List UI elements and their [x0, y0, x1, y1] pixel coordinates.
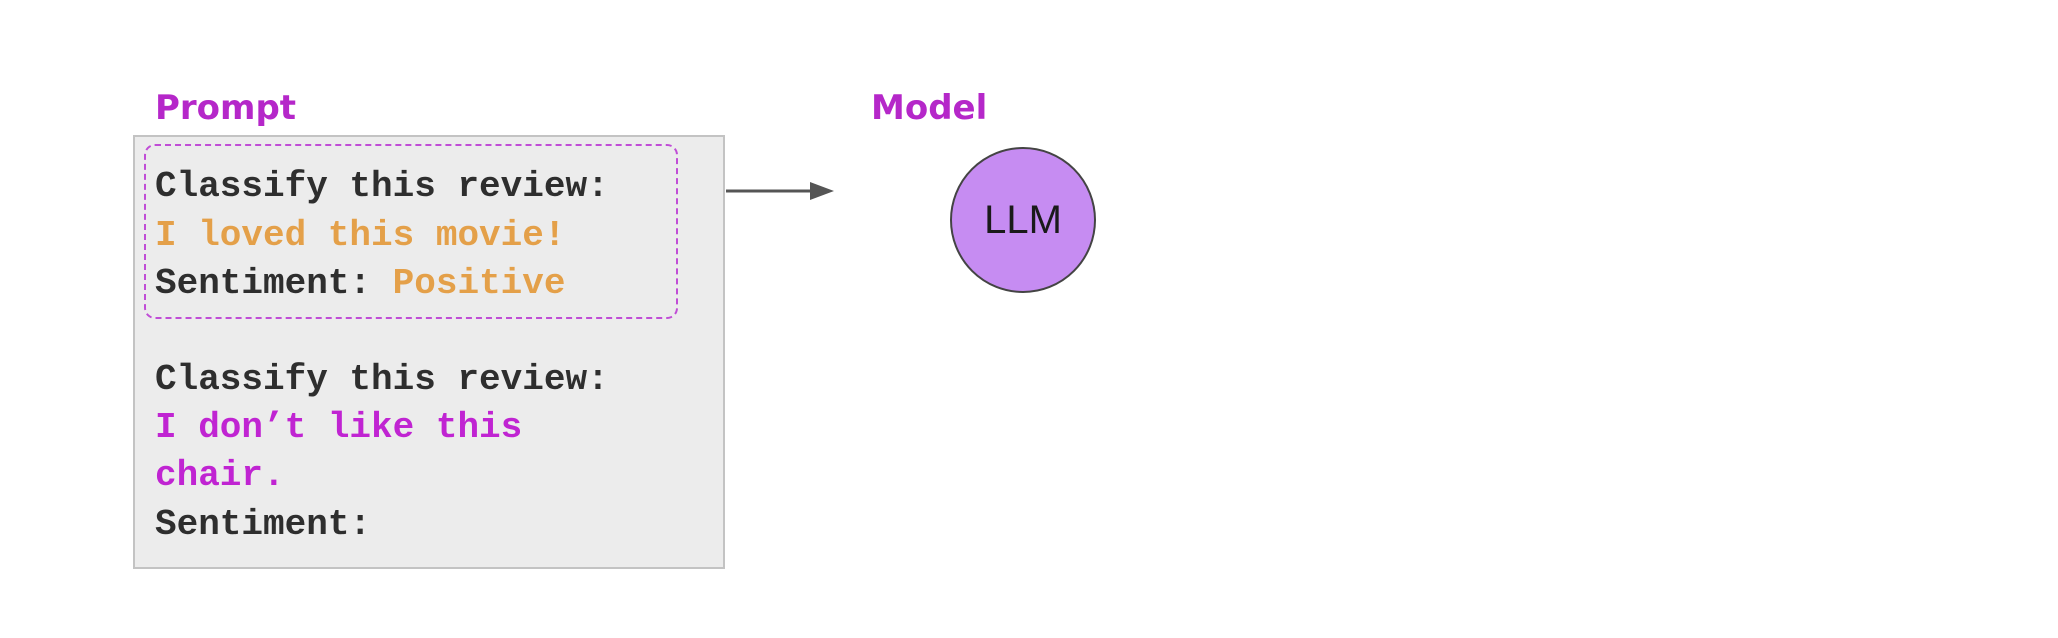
query-sentiment-label: Sentiment: [155, 504, 372, 545]
llm-node: LLM [950, 147, 1096, 293]
example-sentiment-line: Sentiment: Positive [155, 266, 565, 302]
example-review: I loved this movie! [155, 215, 566, 256]
arrow-right-icon [726, 182, 834, 200]
query-instruction: Classify this review: [155, 359, 609, 400]
example-instruction: Classify this review: [155, 166, 609, 207]
llm-label: LLM [984, 197, 1062, 242]
prompt-heading: Prompt [155, 88, 297, 128]
model-heading: Model [871, 88, 988, 128]
query-review-line2: chair. [155, 455, 285, 496]
example-sentiment-label: Sentiment: [155, 263, 372, 304]
example-sentiment-value: Positive [392, 263, 566, 304]
query-review-line1: I don’t like this [155, 407, 523, 448]
prompt-box: Classify this review: I loved this movie… [133, 135, 725, 569]
example-dashed-box [144, 144, 678, 319]
